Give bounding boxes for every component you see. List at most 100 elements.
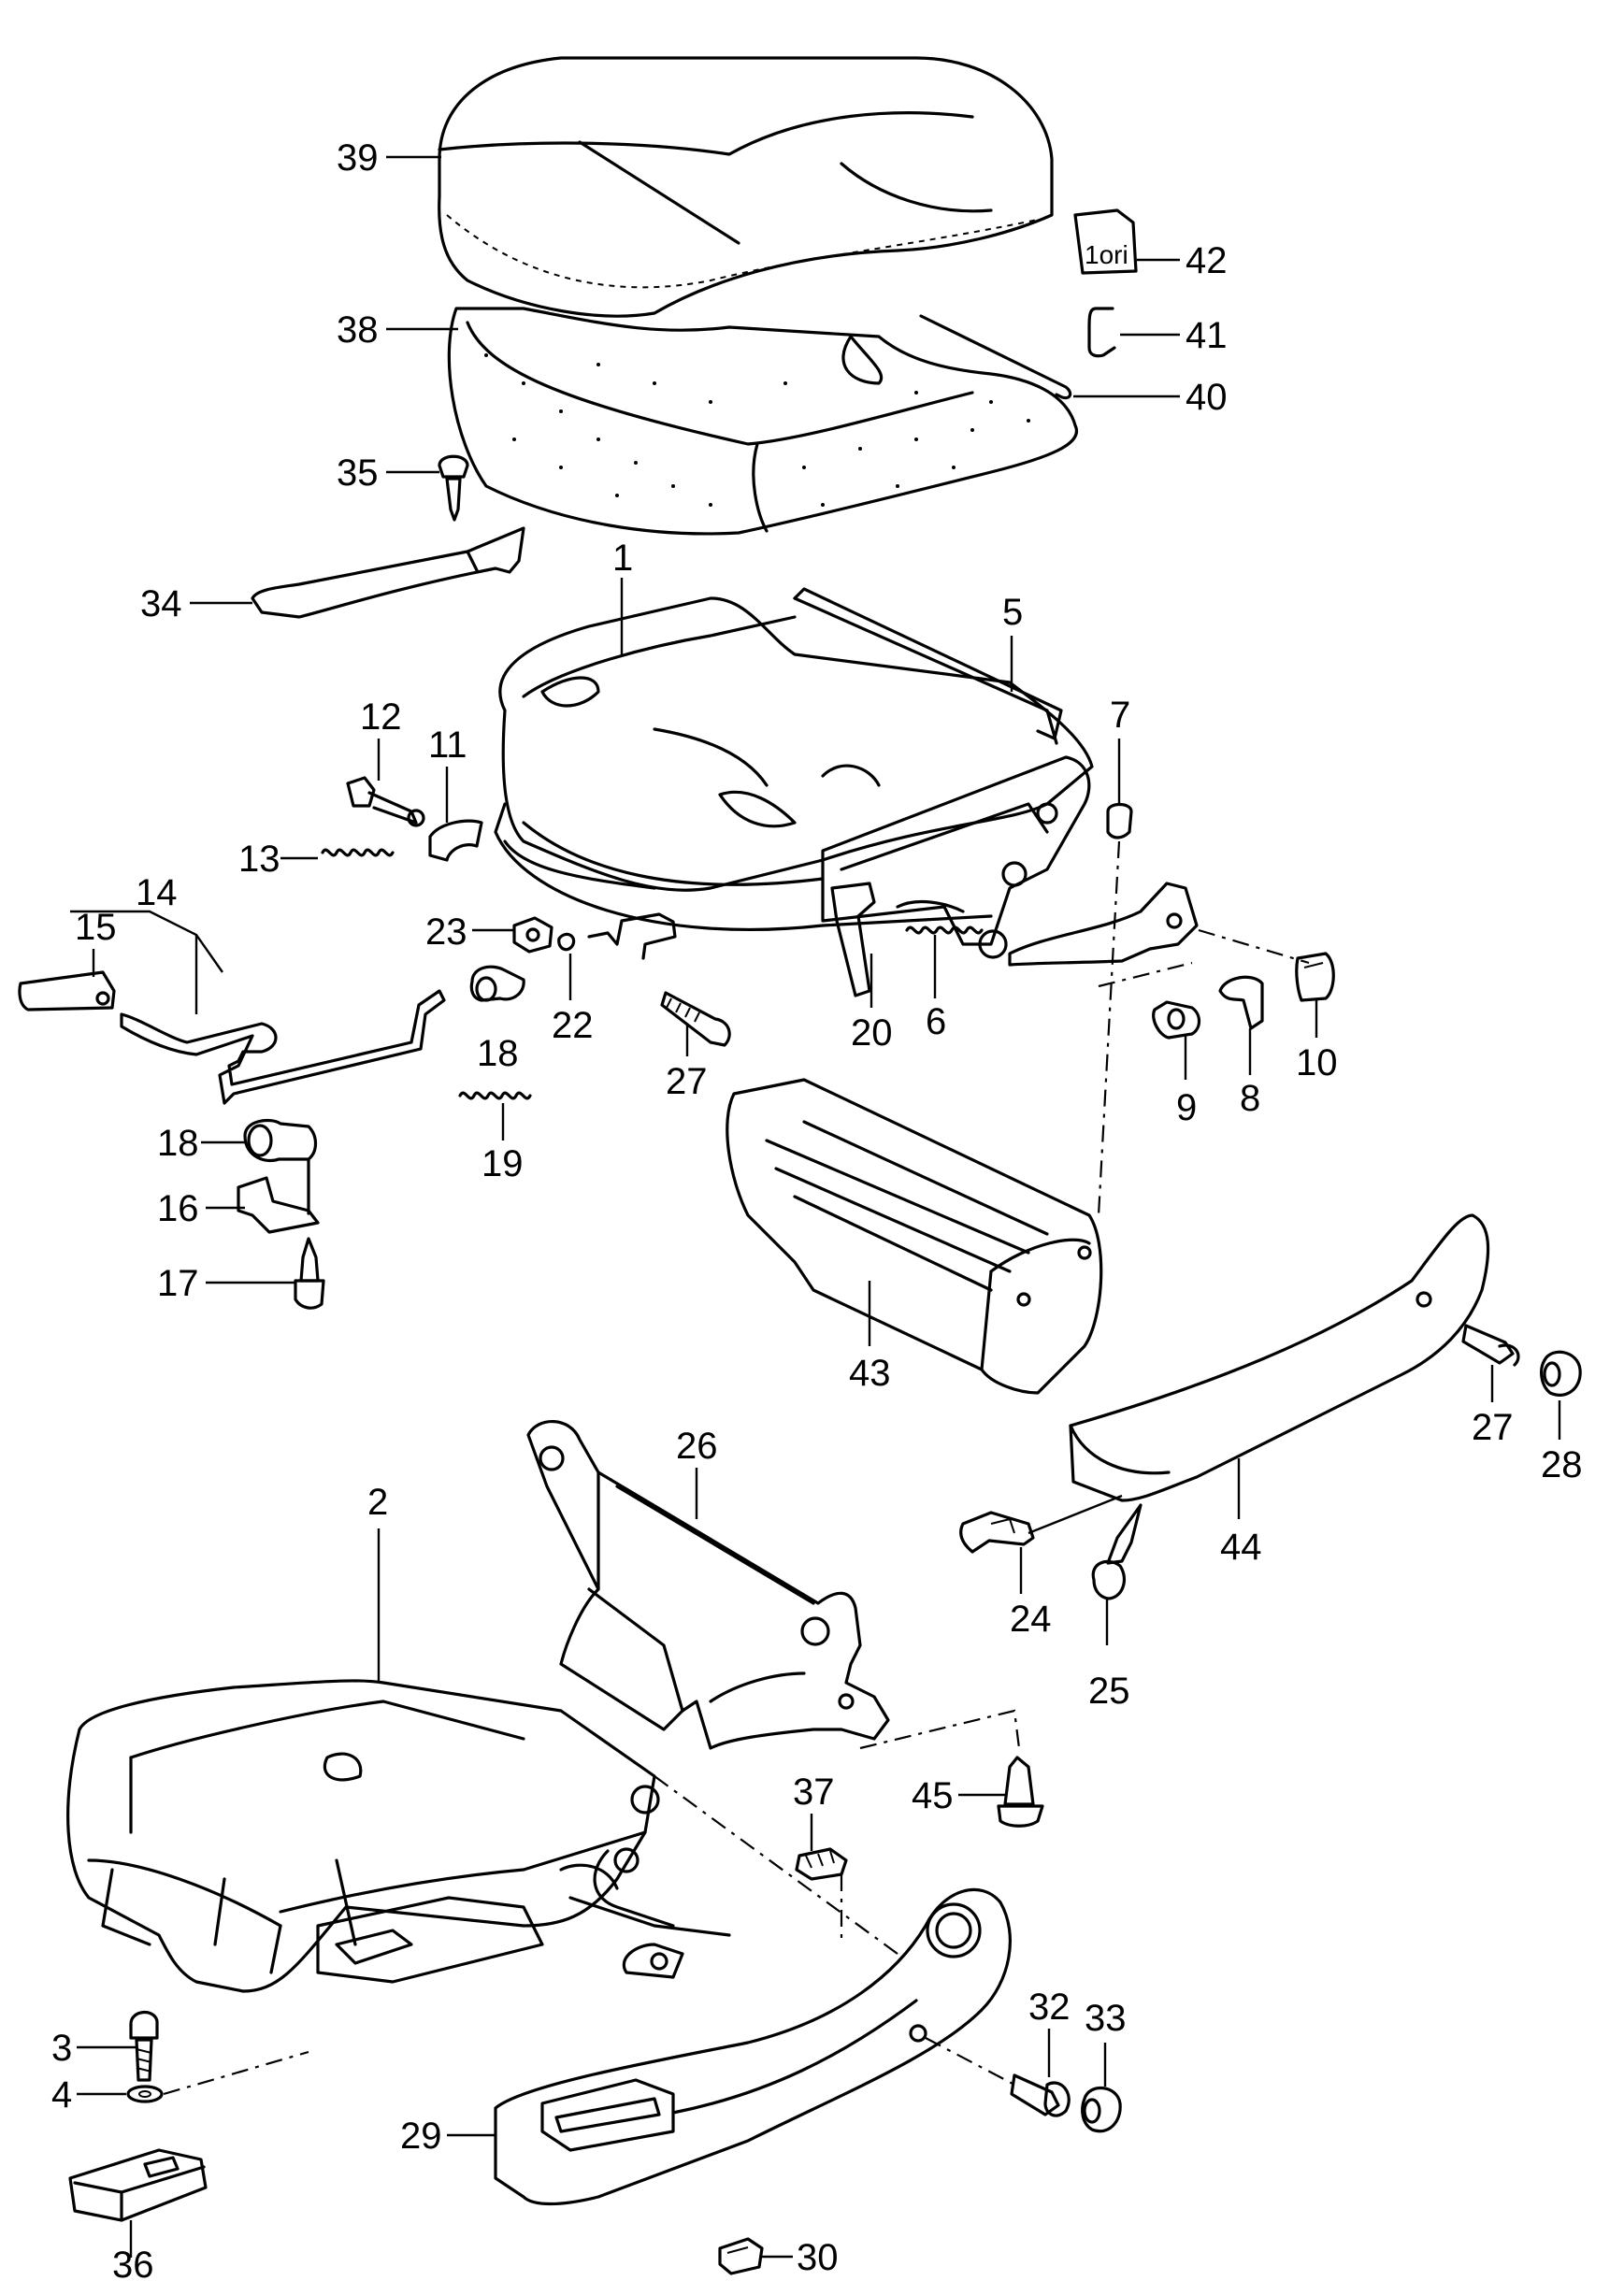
callout-15: 15 (75, 907, 117, 948)
lever-part-14 (120, 989, 446, 1105)
callout-18-lower: 18 (157, 1123, 199, 1164)
foam-cushion-part-38 (447, 307, 1079, 536)
dashed-line-29-32 (925, 2037, 1015, 2086)
callout-27-upper: 27 (666, 1061, 708, 1102)
washer-part-4 (126, 2085, 164, 2103)
seat-cover-part-39 (438, 56, 1054, 318)
bushing-part-18-upper (469, 965, 525, 1002)
clip-part-42: 1ori (1073, 208, 1138, 275)
clip-part-8 (1218, 975, 1264, 1030)
dashed-line-2-29 (654, 1775, 898, 1955)
callout-23: 23 (425, 911, 467, 953)
callout-32: 32 (1028, 1987, 1071, 2028)
clip-part-10 (1295, 952, 1335, 1002)
dashed-line-10 (1198, 928, 1310, 965)
screw-part-26 (1091, 1503, 1143, 1600)
callout-36: 36 (112, 2245, 154, 2281)
callout-7: 7 (1110, 695, 1130, 736)
spring-part-13 (321, 848, 395, 857)
dashed-line-45 (859, 1709, 1021, 1750)
bracket-part-11 (428, 819, 483, 862)
wire-rod-part-40 (919, 314, 1072, 400)
callout-3: 3 (51, 2028, 72, 2069)
bolt-part-3 (129, 2011, 159, 2082)
callout-39: 39 (337, 137, 379, 179)
screw-part-32 (1010, 2073, 1071, 2117)
callout-34: 34 (140, 583, 182, 624)
callout-5: 5 (1002, 592, 1023, 633)
cap-part-9 (1152, 1000, 1201, 1040)
mount-bracket-part (1008, 882, 1199, 967)
callout-35: 35 (337, 452, 379, 494)
hook-part-41 (1087, 307, 1116, 358)
callout-16: 16 (157, 1188, 199, 1229)
screw-part-27-upper (660, 991, 731, 1047)
callout-25: 24 (1010, 1599, 1052, 1640)
trim-strip-part-34 (251, 526, 525, 619)
callout-44: 26 (676, 1426, 718, 1467)
cap-part-7 (1106, 802, 1133, 839)
callout-11: 11 (428, 724, 467, 766)
washer-part-22 (557, 912, 677, 960)
callout-30: 30 (797, 2237, 839, 2278)
svg-text:1ori: 1ori (1085, 240, 1128, 269)
dashed-line-7-vertical (1097, 840, 1121, 1216)
seat-frame-part-2 (66, 1679, 731, 1993)
callout-17: 17 (157, 1263, 199, 1304)
callout-2: 2 (367, 1482, 388, 1523)
callout-33: 33 (1085, 1998, 1127, 2039)
cap-part-33 (1081, 2086, 1122, 2133)
callout-27-right: 27 (1472, 1407, 1514, 1448)
callout-14: 14 (136, 872, 178, 913)
callout-6: 6 (926, 1001, 946, 1042)
callout-12: 12 (360, 696, 402, 738)
bushing-part-18-lower (243, 1118, 318, 1163)
nut-part-23 (512, 916, 553, 954)
plug-part-35 (438, 454, 469, 522)
spring-part-6 (905, 925, 984, 935)
handle-part-15 (18, 970, 116, 1011)
callout-24: 44 (1220, 1527, 1262, 1568)
side-trim-part-24 (1069, 1213, 1490, 1502)
front-apron-part-43 (726, 1078, 1103, 1395)
clip-part-37 (795, 1847, 848, 1881)
leader-25 (1028, 1494, 1123, 1535)
clip-part-30 (718, 2237, 764, 2275)
push-pin-part-45 (997, 1756, 1044, 1828)
side-trim-part-29 (494, 1887, 1012, 2206)
callout-45: 45 (912, 1775, 954, 1816)
callout-19: 19 (481, 1143, 524, 1184)
bracket-part-16 (237, 1157, 320, 1234)
callout-18-upper: 18 (477, 1033, 519, 1074)
callout-42: 42 (1186, 240, 1228, 281)
callout-28: 28 (1541, 1444, 1583, 1485)
callout-29: 29 (400, 2116, 442, 2157)
callout-20: 20 (851, 1012, 893, 1054)
seat-pan-part-1 (494, 587, 1094, 959)
dashed-line-9 (1098, 961, 1193, 988)
screw-part-27-right (1461, 1324, 1520, 1367)
callout-9: 9 (1176, 1087, 1197, 1128)
callout-43: 43 (849, 1353, 891, 1394)
callout-26: 25 (1088, 1671, 1130, 1712)
bolt-part-12 (346, 776, 425, 827)
carrier-bracket-part-44 (526, 1420, 890, 1750)
callout-40: 40 (1186, 377, 1228, 418)
dashed-line-4 (163, 2050, 309, 2096)
slider-block-part-36 (68, 2148, 208, 2222)
callout-38: 38 (337, 309, 379, 351)
callout-37: 37 (793, 1772, 835, 1813)
callout-13: 13 (238, 839, 280, 880)
callout-4: 4 (51, 2074, 72, 2116)
callout-22: 22 (552, 1005, 594, 1046)
callout-8: 8 (1240, 1078, 1260, 1119)
leader-14 (70, 910, 223, 1014)
spring-part-19 (458, 1091, 532, 1100)
lever-part-20 (830, 882, 876, 997)
callout-1: 1 (612, 538, 633, 579)
cap-part-28 (1540, 1350, 1582, 1397)
callout-41: 41 (1186, 315, 1228, 356)
screw-part-17 (294, 1237, 325, 1310)
callout-10: 10 (1296, 1042, 1338, 1083)
